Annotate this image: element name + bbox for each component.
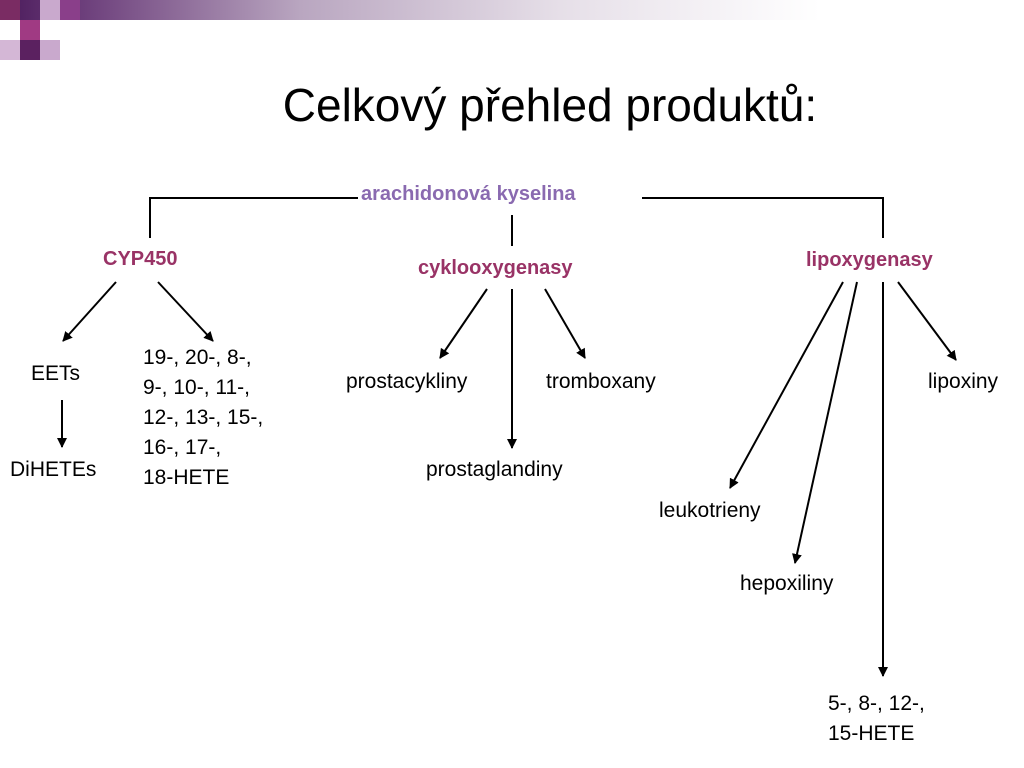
hete-cyp-line-5: 18-HETE — [143, 466, 230, 489]
product-hepoxiliny: hepoxiliny — [740, 572, 834, 595]
arrow-lox-lipoxiny — [897, 281, 957, 361]
hete-lox-line-1: 5-, 8-, 12-, — [828, 692, 925, 715]
product-prostacykliny: prostacykliny — [346, 370, 468, 393]
product-eets: EETs — [31, 362, 81, 385]
bracket-right — [642, 197, 884, 238]
product-prostaglandiny: prostaglandiny — [426, 458, 563, 481]
arrow-cyp-hete — [157, 281, 214, 342]
bracket-left — [149, 197, 358, 238]
product-lipoxiny: lipoxiny — [928, 370, 999, 393]
hete-lox-line-2: 15-HETE — [828, 722, 915, 745]
product-leukotrieny: leukotrieny — [659, 499, 761, 522]
hete-cyp-line-4: 16-, 17-, — [143, 436, 222, 459]
enzyme-cyp450: CYP450 — [103, 248, 178, 270]
product-hete-lox: 5-, 8-, 12-, 15-HETE — [828, 689, 925, 749]
deco-square-4 — [60, 0, 80, 20]
enzyme-lipoxygenase: lipoxygenasy — [806, 249, 933, 271]
deco-square-6 — [40, 40, 60, 60]
slide-title: Celkový přehled produktů: — [282, 79, 818, 131]
deco-square-5 — [0, 40, 20, 60]
deco-square-1 — [0, 0, 20, 20]
header-banner — [0, 0, 1024, 20]
arrow-cox-prostacykliny — [439, 288, 488, 359]
hete-cyp-line-3: 12-, 13-, 15-, — [143, 406, 264, 429]
product-tromboxany: tromboxany — [546, 370, 656, 393]
arrow-cox-tromboxany — [544, 288, 586, 359]
deco-square-7 — [20, 40, 40, 60]
product-dihetes: DiHETEs — [10, 458, 97, 481]
arrow-lox-hepoxiliny — [792, 281, 858, 564]
arrow-lox-leukotrieny — [729, 281, 844, 489]
root-arachidonic-acid: arachidonová kyselina — [361, 183, 576, 205]
hete-cyp-line-1: 19-, 20-, 8-, — [143, 346, 252, 369]
hete-cyp-line-2: 9-, 10-, 11-, — [143, 376, 250, 399]
product-hete-cyp: 19-, 20-, 8-, 9-, 10-, 11-, 12-, 13-, 15… — [143, 343, 263, 493]
deco-square-3 — [40, 0, 60, 20]
enzyme-cyclooxygenase: cyklooxygenasy — [418, 257, 573, 279]
arrow-cyp-eets — [62, 281, 117, 342]
deco-square-2 — [20, 20, 40, 40]
